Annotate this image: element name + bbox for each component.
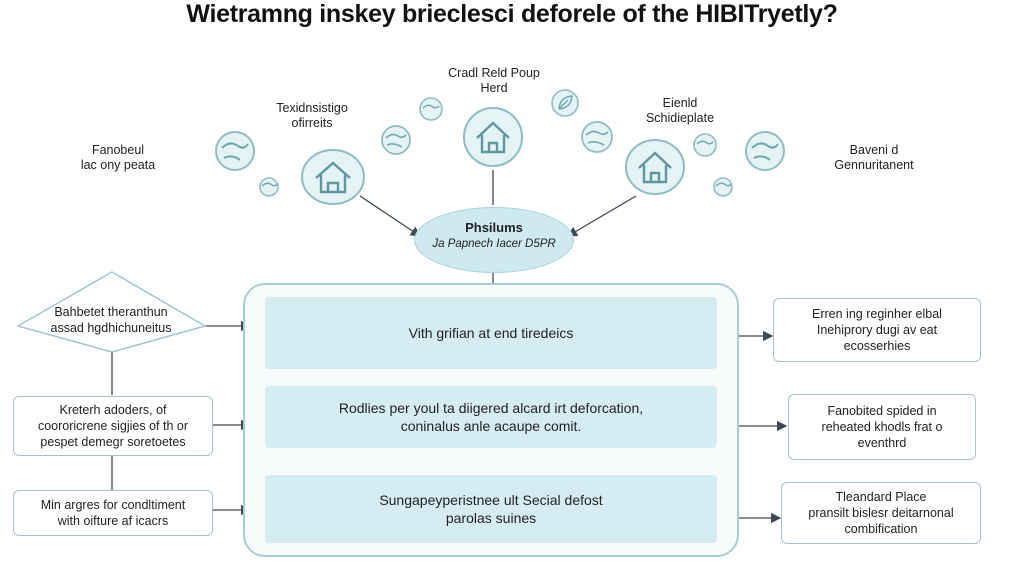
left-box-1-line3: pespet demegr soretoetes [40, 435, 186, 449]
label-upper-left-line2: ofirreits [291, 116, 333, 130]
page-title: Wietramng inskey brieclesci deforele of … [186, 0, 838, 28]
globe-icon [713, 177, 733, 197]
right-box-2: Fanobited spided in reheated khodls frat… [788, 394, 976, 460]
label-upper-left: Texidnsistigo ofirreits [250, 101, 374, 131]
house-icon [625, 139, 685, 195]
house-icon [463, 107, 523, 167]
house-icon [301, 149, 365, 205]
right-box-2-line2: reheated khodls frat o [821, 420, 943, 434]
label-center-top-line1: Cradl Reld Poup [448, 66, 540, 80]
left-box-2: Min argres for condltiment with oifture … [13, 490, 213, 536]
label-right: Baveni d Gennuritanent [812, 143, 936, 173]
right-box-1-line2: Inehiprory dugi av eat [816, 323, 938, 337]
right-box-3-line1: Tleandard Place [835, 490, 927, 504]
right-box-3-line2: pransilt bislesr deitarnonal [808, 506, 954, 520]
label-left-line2: lac ony peata [80, 158, 156, 172]
label-center-top: Cradl Reld Poup Herd [430, 66, 558, 96]
globe-icon [215, 131, 255, 171]
left-box-1: Kreterh adoders, of coororicrene sigjies… [13, 396, 213, 456]
right-box-3-line3: combification [844, 522, 918, 536]
right-box-2-line3: eventhrd [857, 436, 907, 450]
hub-subtitle: Ja Papnech Iacer D5PR [432, 238, 556, 250]
label-center-top-line2: Herd [480, 81, 508, 95]
left-box-2-line2: with oifture af icacrs [57, 514, 169, 528]
process-panel: Rodlies per youl ta diigered alcard irt … [265, 386, 717, 448]
label-left-line1: Fanobeul [91, 143, 145, 157]
left-diamond-line1: Bahbetet theranthun [54, 305, 168, 319]
globe-icon [693, 133, 717, 157]
connector-top-left [359, 195, 422, 237]
right-box-3: Tleandard Place pransilt bislesr deitarn… [781, 482, 981, 544]
right-box-2-line1: Fanobited spided in [827, 404, 937, 418]
label-right-line2: Gennuritanent [834, 158, 914, 172]
process-container: Vith grifian at end tiredeics Rodlies pe… [243, 283, 739, 557]
label-upper-left-line1: Texidnsistigo [276, 101, 348, 115]
label-left: Fanobeul lac ony peata [62, 143, 174, 173]
hub-node: Phsilums Ja Papnech Iacer D5PR [414, 207, 574, 273]
left-box-1-line2: coororicrene sigjies of th or [37, 419, 189, 433]
panel-1-line1: Vith grifian at end tiredeics [408, 325, 574, 341]
panel-3-line2: parolas suines [445, 510, 537, 526]
leaf-icon [551, 89, 579, 117]
hub-title: Phsilums [465, 220, 523, 235]
label-upper-right-line1: Eienld [662, 96, 698, 110]
right-box-1-line1: Erren ing reginher elbal [812, 307, 942, 321]
right-box-1: Erren ing reginher elbal Inehiprory dugi… [773, 298, 981, 362]
left-diamond-shape [16, 271, 207, 353]
connector-top-right [566, 195, 637, 237]
left-box-2-line1: Min argres for condltiment [40, 498, 186, 512]
panel-3-line1: Sungapeyperistnee ult Secial defost [379, 492, 603, 508]
globe-icon [381, 125, 411, 155]
label-right-line1: Baveni d [849, 143, 899, 157]
globe-icon [581, 121, 613, 153]
label-upper-right-line2: Schidieplate [645, 111, 715, 125]
process-panel: Vith grifian at end tiredeics [265, 297, 717, 369]
left-diamond-text: Bahbetet theranthun assad hgdhichuneitus [22, 304, 200, 336]
panel-2-line2: coninalus anle acaupe comit. [400, 418, 582, 434]
label-upper-right: Eienld Schidieplate [612, 96, 748, 126]
panel-2-line1: Rodlies per youl ta diigered alcard irt … [338, 400, 644, 416]
left-box-1-line1: Kreterh adoders, of [59, 403, 167, 417]
process-panel: Sungapeyperistnee ult Secial defost paro… [265, 475, 717, 543]
right-box-1-line3: ecosserhies [843, 339, 911, 353]
globe-icon [419, 97, 443, 121]
globe-icon [745, 131, 785, 171]
globe-icon [259, 177, 279, 197]
left-diamond-line2: assad hgdhichuneitus [50, 321, 172, 335]
